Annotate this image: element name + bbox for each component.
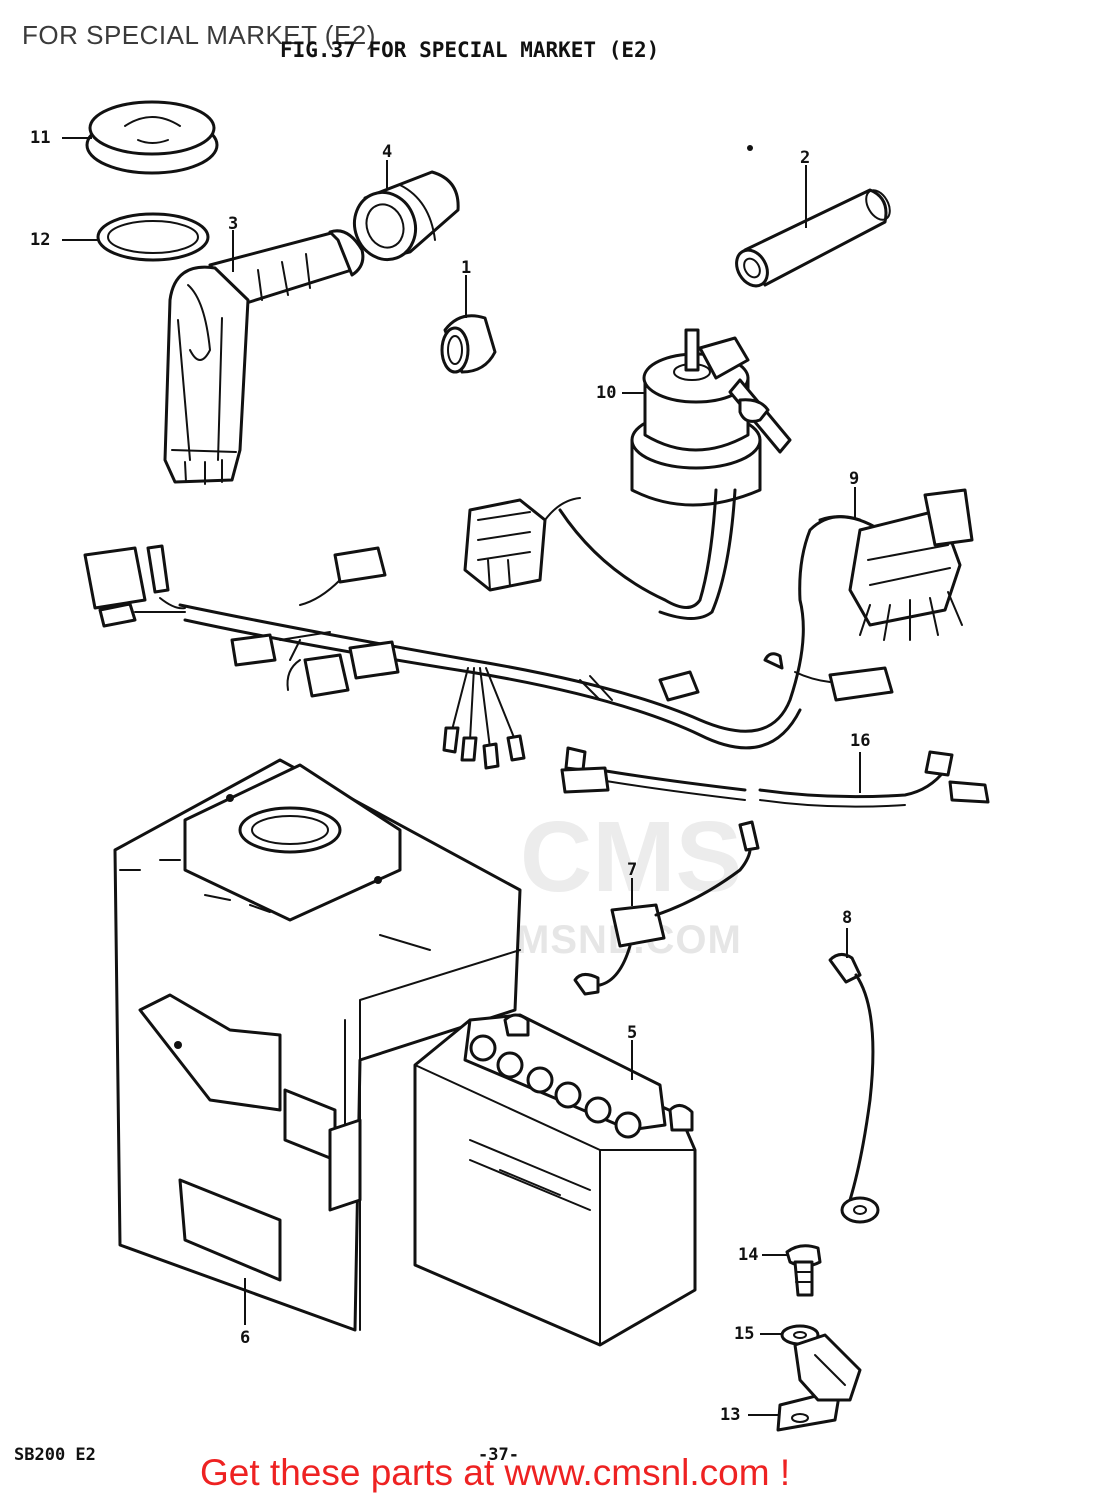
bracket-icon[interactable] [776, 1333, 862, 1432]
cta-link[interactable]: Get these parts at www.cmsnl.com ! [200, 1452, 791, 1493]
page-title: FOR SPECIAL MARKET (E2) [22, 20, 376, 50]
cap-icon[interactable] [85, 100, 219, 175]
callout-10: 10 [596, 383, 617, 403]
bolt-icon[interactable] [785, 1244, 822, 1297]
callout-15: 15 [734, 1324, 755, 1344]
callout-11: 11 [30, 128, 51, 148]
ring-icon[interactable] [440, 314, 497, 374]
callout-2: 2 [800, 148, 811, 168]
callout-12: 12 [30, 230, 51, 250]
switch-connector-icon[interactable] [463, 497, 581, 592]
leader-lines [62, 137, 861, 1416]
battery-case-icon[interactable] [113, 758, 522, 1332]
callout-8: 8 [842, 908, 853, 928]
connector-icon[interactable] [573, 820, 760, 996]
model-code: SB200 E2 [14, 1445, 96, 1465]
lead-wire-icon[interactable] [560, 746, 990, 808]
callout-6: 6 [240, 1328, 251, 1348]
callout-9: 9 [849, 469, 860, 489]
wiring-harness-icon[interactable] [83, 488, 974, 770]
plug-cap-icon[interactable] [163, 229, 365, 485]
callout-16: 16 [850, 731, 871, 751]
page-number: -37- [478, 1445, 519, 1465]
ignition-switch-icon[interactable] [558, 328, 792, 620]
callout-3: 3 [228, 214, 239, 234]
tube-icon[interactable] [730, 186, 894, 291]
ground-wire-icon[interactable] [828, 953, 880, 1224]
gasket-icon[interactable] [96, 212, 210, 262]
callout-13: 13 [720, 1405, 741, 1425]
callout-1: 1 [461, 258, 472, 278]
callout-7: 7 [627, 860, 638, 880]
callout-4: 4 [382, 142, 393, 162]
figure-title: FIG.37 FOR SPECIAL MARKET (E2) [280, 38, 660, 62]
callout-14: 14 [738, 1245, 759, 1265]
battery-icon[interactable] [413, 1013, 697, 1347]
callout-5: 5 [627, 1023, 638, 1043]
sleeve-icon[interactable] [345, 170, 460, 268]
